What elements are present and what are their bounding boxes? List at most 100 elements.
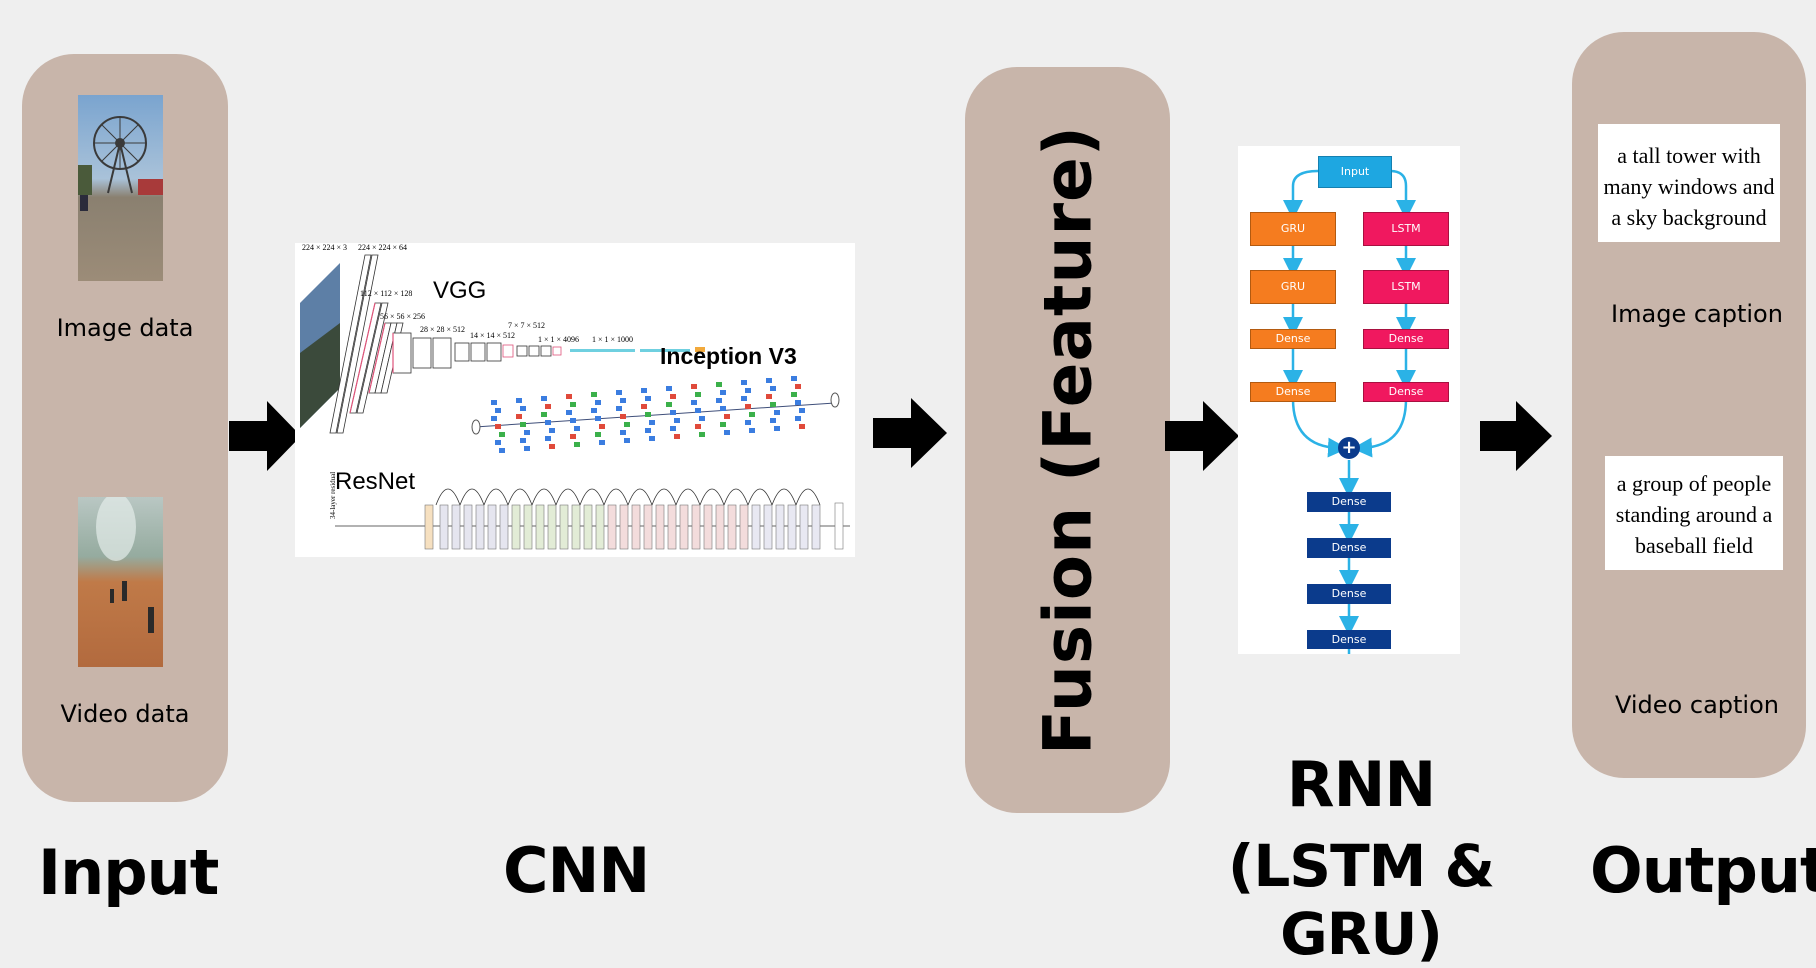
inception-node bbox=[599, 424, 605, 429]
vgg-dim-6: 14 × 14 × 512 bbox=[470, 331, 516, 340]
inception-node bbox=[699, 416, 705, 421]
inception-node bbox=[749, 412, 755, 417]
resnet-skip-connection bbox=[699, 488, 725, 506]
inception-node bbox=[599, 440, 605, 445]
resnet-layer bbox=[499, 504, 509, 550]
resnet-layer bbox=[607, 504, 617, 550]
inception-node bbox=[495, 424, 501, 429]
inception-node bbox=[774, 410, 780, 415]
rnn-architecture-panel: Input GRU LSTM GRU LSTM Dense Dense Dens… bbox=[1238, 146, 1460, 654]
resnet-layer bbox=[619, 504, 629, 550]
rnn-title-line1: RNN bbox=[1286, 748, 1437, 821]
video-caption-line: standing around a bbox=[1615, 502, 1773, 527]
inception-node bbox=[595, 432, 601, 437]
image-caption-line: a tall tower with bbox=[1617, 143, 1761, 168]
resnet-skip-connection bbox=[579, 488, 605, 506]
inception-node bbox=[645, 396, 651, 401]
merge-plus-icon: + bbox=[1341, 437, 1357, 458]
inception-node bbox=[770, 418, 776, 423]
resnet-layer bbox=[439, 504, 449, 550]
resnet-layer bbox=[511, 504, 521, 550]
inception-node bbox=[770, 386, 776, 391]
inception-node bbox=[741, 380, 747, 385]
inception-node bbox=[645, 412, 651, 417]
inception-node bbox=[670, 394, 676, 399]
inception-node bbox=[695, 408, 701, 413]
inception-node bbox=[616, 406, 622, 411]
inception-v3-label: Inception V3 bbox=[660, 343, 797, 369]
resnet-layer bbox=[583, 504, 593, 550]
video-caption-text-box: a group of people standing around a base… bbox=[1605, 456, 1783, 570]
inception-node bbox=[595, 416, 601, 421]
fusion-label: Fusion (Feature) bbox=[1029, 125, 1107, 755]
inception-node bbox=[720, 406, 726, 411]
inception-node bbox=[799, 424, 805, 429]
resnet-skip-connection bbox=[459, 488, 485, 506]
inception-node bbox=[574, 442, 580, 447]
resnet-layer bbox=[595, 504, 605, 550]
output-title: Output bbox=[1590, 834, 1816, 907]
resnet-layer bbox=[799, 504, 809, 550]
resnet-layer bbox=[559, 504, 569, 550]
inception-node bbox=[745, 404, 751, 409]
resnet-layer bbox=[571, 504, 581, 550]
inception-node bbox=[620, 414, 626, 419]
dense-stack-box-3: Dense bbox=[1307, 584, 1391, 604]
resnet-side-label: 34-layer residual bbox=[329, 471, 337, 519]
resnet-layer bbox=[763, 504, 773, 550]
inception-node bbox=[691, 384, 697, 389]
inception-node bbox=[570, 402, 576, 407]
inception-node bbox=[616, 390, 622, 395]
inception-node bbox=[716, 382, 722, 387]
resnet-skip-connection bbox=[771, 488, 797, 506]
inception-node bbox=[674, 434, 680, 439]
inception-node bbox=[745, 420, 751, 425]
inception-node bbox=[649, 420, 655, 425]
resnet-skip-connection bbox=[507, 488, 533, 506]
inception-node bbox=[549, 428, 555, 433]
inception-node bbox=[724, 430, 730, 435]
inception-node bbox=[720, 390, 726, 395]
inception-node bbox=[591, 408, 597, 413]
fusion-panel bbox=[965, 67, 1170, 813]
video-caption-label: Video caption bbox=[1615, 691, 1779, 719]
inception-node bbox=[545, 436, 551, 441]
inception-node bbox=[491, 416, 497, 421]
inception-node bbox=[770, 402, 776, 407]
inception-node bbox=[541, 396, 547, 401]
resnet-skip-connection bbox=[723, 488, 749, 506]
video-data-thumbnail bbox=[78, 493, 163, 667]
resnet-skip-connection bbox=[747, 488, 773, 506]
resnet-layer bbox=[547, 504, 557, 550]
inception-node bbox=[670, 426, 676, 431]
rnn-input-box: Input bbox=[1318, 156, 1392, 188]
resnet-layer bbox=[451, 504, 461, 550]
resnet-skip-connection bbox=[555, 488, 581, 506]
resnet-layer bbox=[811, 504, 821, 550]
arrow-right-icon bbox=[1480, 401, 1552, 471]
inception-node bbox=[724, 414, 730, 419]
dense-stack-box-1: Dense bbox=[1307, 492, 1391, 512]
inception-node bbox=[574, 426, 580, 431]
dense-left-box-1: Dense bbox=[1250, 329, 1336, 349]
rnn-title-line2: (LSTM & GRU) bbox=[1227, 832, 1495, 968]
image-data-thumbnail bbox=[78, 95, 163, 281]
inception-node bbox=[695, 424, 701, 429]
resnet-layer bbox=[775, 504, 785, 550]
resnet-layer bbox=[655, 504, 665, 550]
cnn-title: CNN bbox=[503, 834, 650, 907]
resnet-skip-connection bbox=[651, 488, 677, 506]
vgg-label: VGG bbox=[433, 277, 487, 304]
inception-node bbox=[620, 430, 626, 435]
inception-node bbox=[749, 428, 755, 433]
inception-node bbox=[566, 394, 572, 399]
resnet-skip-connection bbox=[675, 488, 701, 506]
inception-node bbox=[691, 400, 697, 405]
lstm-box-2: LSTM bbox=[1363, 270, 1449, 304]
inception-node bbox=[720, 422, 726, 427]
inception-node bbox=[795, 384, 801, 389]
inception-node bbox=[620, 398, 626, 403]
inception-node bbox=[741, 396, 747, 401]
resnet-layer bbox=[643, 504, 653, 550]
resnet-skip-connection bbox=[531, 488, 557, 506]
